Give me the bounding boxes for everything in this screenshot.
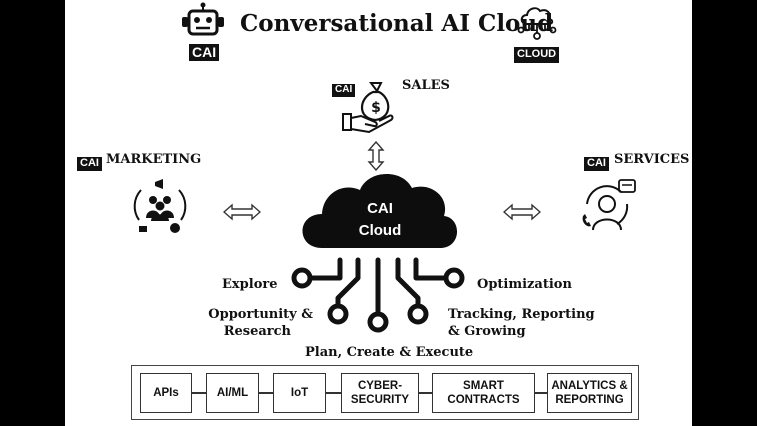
vertical-double-arrow-icon xyxy=(367,141,385,171)
tech-chip-cybersecurity: CYBER-SECURITY xyxy=(341,373,419,413)
opportunity-line2: Research xyxy=(223,324,291,339)
cloud-label-line1: CAI xyxy=(367,200,393,217)
cai-cloud-shape xyxy=(291,173,465,333)
circuit-node-icon xyxy=(407,303,429,325)
plan-create-execute-label: Plan, Create & Execute xyxy=(305,345,474,360)
cai-badge-sales: CAI xyxy=(332,84,356,97)
tech-chip-ai-ml: AI/ML xyxy=(206,373,259,413)
circuit-node-icon xyxy=(291,267,313,289)
cloud-label-line2: Cloud xyxy=(358,222,402,239)
tracking-reporting-label: Tracking, Reporting & Growing xyxy=(448,306,595,340)
tracking-line1: Tracking, Reporting xyxy=(448,307,595,322)
optimization-label: Optimization xyxy=(477,277,572,292)
robot-icon xyxy=(182,2,224,36)
tech-chip-analytics-reporting: ANALYTICS &REPORTING xyxy=(547,373,632,413)
horizontal-double-arrow-icon xyxy=(223,203,261,221)
money-bag-hand-icon: $ xyxy=(342,82,394,134)
horizontal-double-arrow-icon xyxy=(503,203,541,221)
explore-label: Explore xyxy=(222,277,278,292)
tracking-line2: & Growing xyxy=(448,324,526,339)
cloud-badge-header: CLOUD xyxy=(514,47,560,63)
opportunity-line1: Opportunity & xyxy=(208,307,313,322)
cai-badge-marketing: CAI xyxy=(77,157,102,171)
circuit-node-icon xyxy=(443,267,465,289)
tech-chip-iot: IoT xyxy=(273,373,326,413)
diagram-title: Conversational AI Cloud xyxy=(240,10,554,37)
circuit-node-icon xyxy=(367,311,389,333)
services-label: SERVICES xyxy=(614,152,690,167)
cloud-network-icon xyxy=(517,7,557,40)
svg-text:$: $ xyxy=(371,100,381,116)
diagram-canvas: CAI Conversational AI Cloud CLOUD CAI SA… xyxy=(65,0,692,426)
support-agent-icon xyxy=(582,179,636,231)
team-megaphone-icon xyxy=(133,179,187,233)
cai-badge-services: CAI xyxy=(584,157,609,171)
circuit-node-icon xyxy=(327,303,349,325)
marketing-label: MARKETING xyxy=(106,152,202,167)
cai-badge-header: CAI xyxy=(189,44,220,61)
sales-label: SALES xyxy=(402,78,450,93)
cloud-label: CAI Cloud xyxy=(335,198,425,242)
opportunity-research-label: Opportunity & Research xyxy=(205,306,313,340)
tech-chip-apis: APIs xyxy=(140,373,192,413)
